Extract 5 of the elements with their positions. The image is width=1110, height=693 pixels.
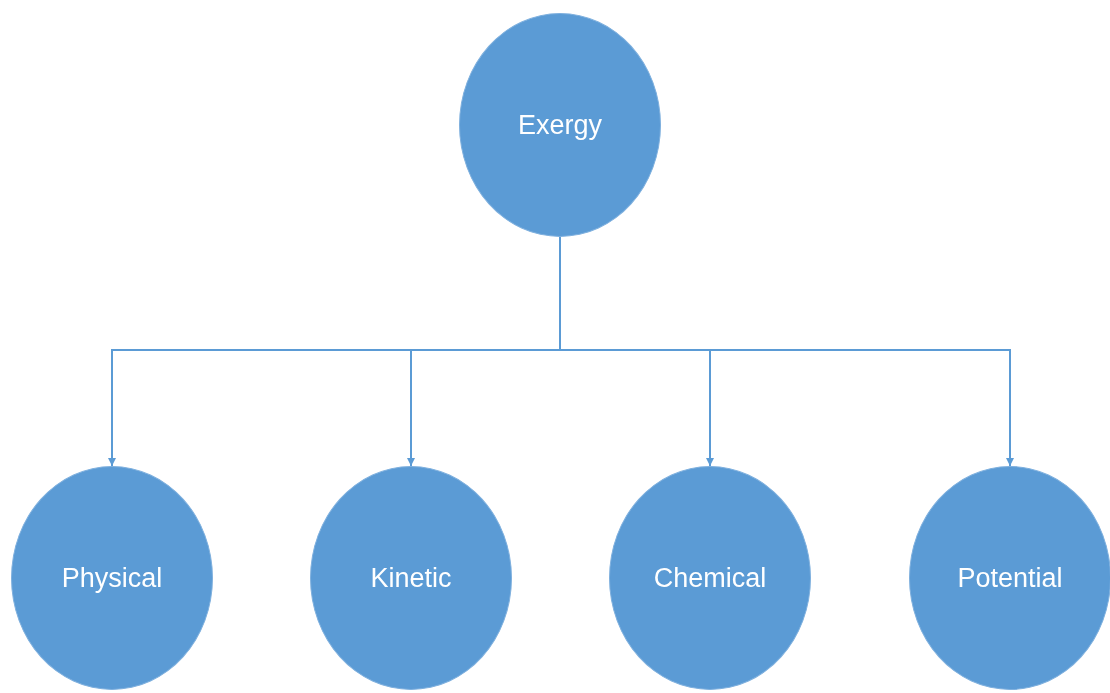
- node-label: Kinetic: [370, 562, 452, 594]
- node-label: Potential: [957, 562, 1063, 594]
- node-label: Chemical: [653, 562, 767, 594]
- node-label: Physical: [61, 562, 163, 594]
- node-label: Exergy: [517, 109, 602, 141]
